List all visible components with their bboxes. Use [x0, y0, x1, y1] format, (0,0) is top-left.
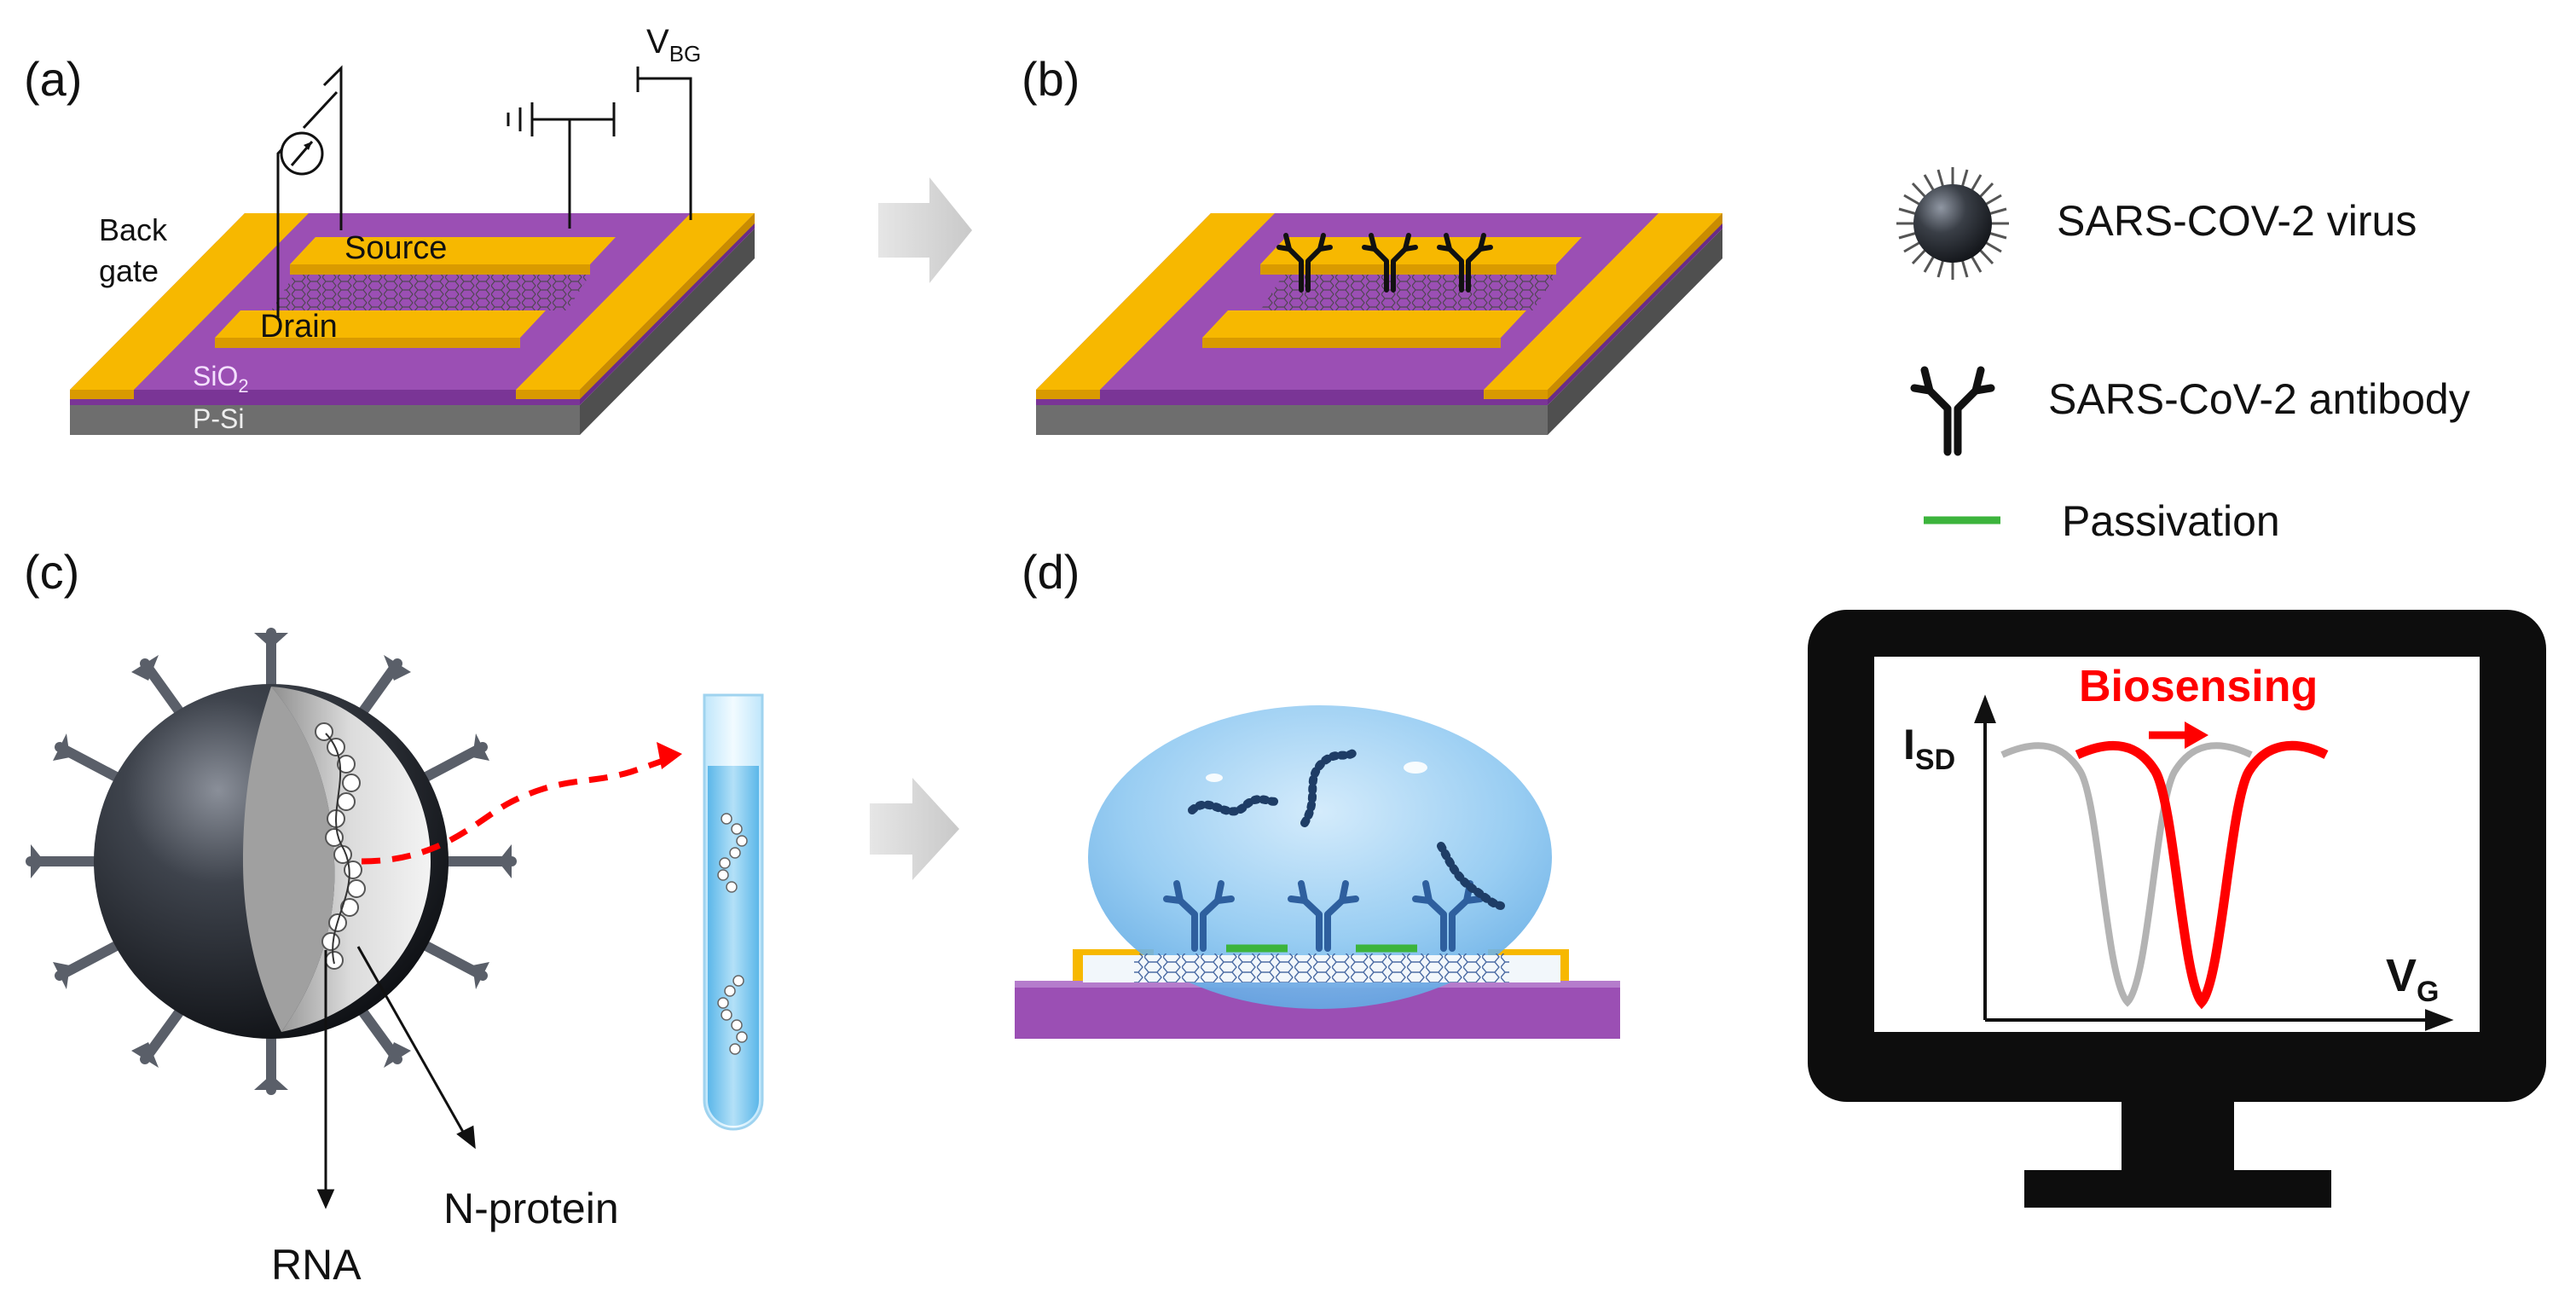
extraction-arrow: [361, 754, 674, 865]
graphene-channel-a: [271, 275, 590, 310]
circuit-wiring: [276, 65, 692, 317]
back-gate-label-line1: Back: [99, 212, 168, 247]
source-label: Source: [344, 230, 447, 266]
monitor: ISD VG Biosensing: [1808, 610, 2546, 1208]
drain-label: Drain: [260, 309, 338, 345]
x-axis-label: VG: [2386, 950, 2439, 1008]
vbg-label: VBG: [646, 23, 701, 67]
virus-spike-heads: [31, 633, 512, 1090]
back-gate-label-line2: gate: [99, 253, 159, 288]
monitor-screen: [1874, 657, 2480, 1032]
rna-in-droplet: [1188, 746, 1505, 910]
rna-label: RNA: [271, 1241, 362, 1289]
label-pointers: [316, 946, 476, 1209]
monitor-base: [2024, 1170, 2331, 1208]
psi-label: P-Si: [193, 403, 244, 434]
panel-c: (c): [24, 545, 764, 1289]
back-gate-left-electrode: [70, 213, 309, 399]
test-tube: [703, 693, 764, 1131]
y-axis-label: ISD: [1903, 721, 1955, 776]
drain-electrode: [215, 310, 546, 348]
source-electrode: [290, 237, 616, 275]
shift-arrow: [2149, 722, 2208, 749]
panel-b-label: (b): [1022, 52, 1080, 106]
panel-b: (b): [1022, 52, 1722, 435]
nprotein-label: N-protein: [443, 1185, 619, 1232]
graphene-channel-b: [1260, 275, 1556, 310]
panel-d: (d): [1015, 545, 1620, 1039]
arrow-c-to-d: [870, 778, 959, 880]
legend-virus-label: SARS-COV-2 virus: [2057, 197, 2417, 245]
biosensing-label: Biosensing: [2079, 662, 2318, 711]
plot-axes: [1974, 694, 2454, 1031]
legend: SARS-COV-2 virus SARS-CoV-2 antibody Pas…: [1896, 167, 2470, 545]
shifted-curve: [2075, 740, 2329, 1010]
ammeter-icon: [280, 131, 324, 176]
panel-d-label: (d): [1022, 545, 1080, 599]
legend-antibody-label: SARS-CoV-2 antibody: [2048, 375, 2470, 423]
monitor-neck: [2122, 1102, 2234, 1172]
panel-a: (a): [24, 23, 755, 435]
legend-passivation-label: Passivation: [2062, 497, 2280, 545]
panel-c-label: (c): [24, 545, 79, 599]
back-gate-right-electrode: [516, 213, 755, 399]
graphene-channel-d: [1134, 953, 1509, 982]
antibody-legend-icon: [1914, 370, 1991, 452]
panel-a-label: (a): [24, 52, 82, 106]
baseline-curve: [2000, 742, 2253, 1007]
extraction-arrow-head: [657, 742, 682, 769]
arrow-a-to-b: [878, 177, 972, 283]
sio2-label: SiO2: [193, 361, 249, 397]
virus-legend-icon: [1896, 167, 2009, 280]
psi-substrate: [70, 229, 755, 435]
